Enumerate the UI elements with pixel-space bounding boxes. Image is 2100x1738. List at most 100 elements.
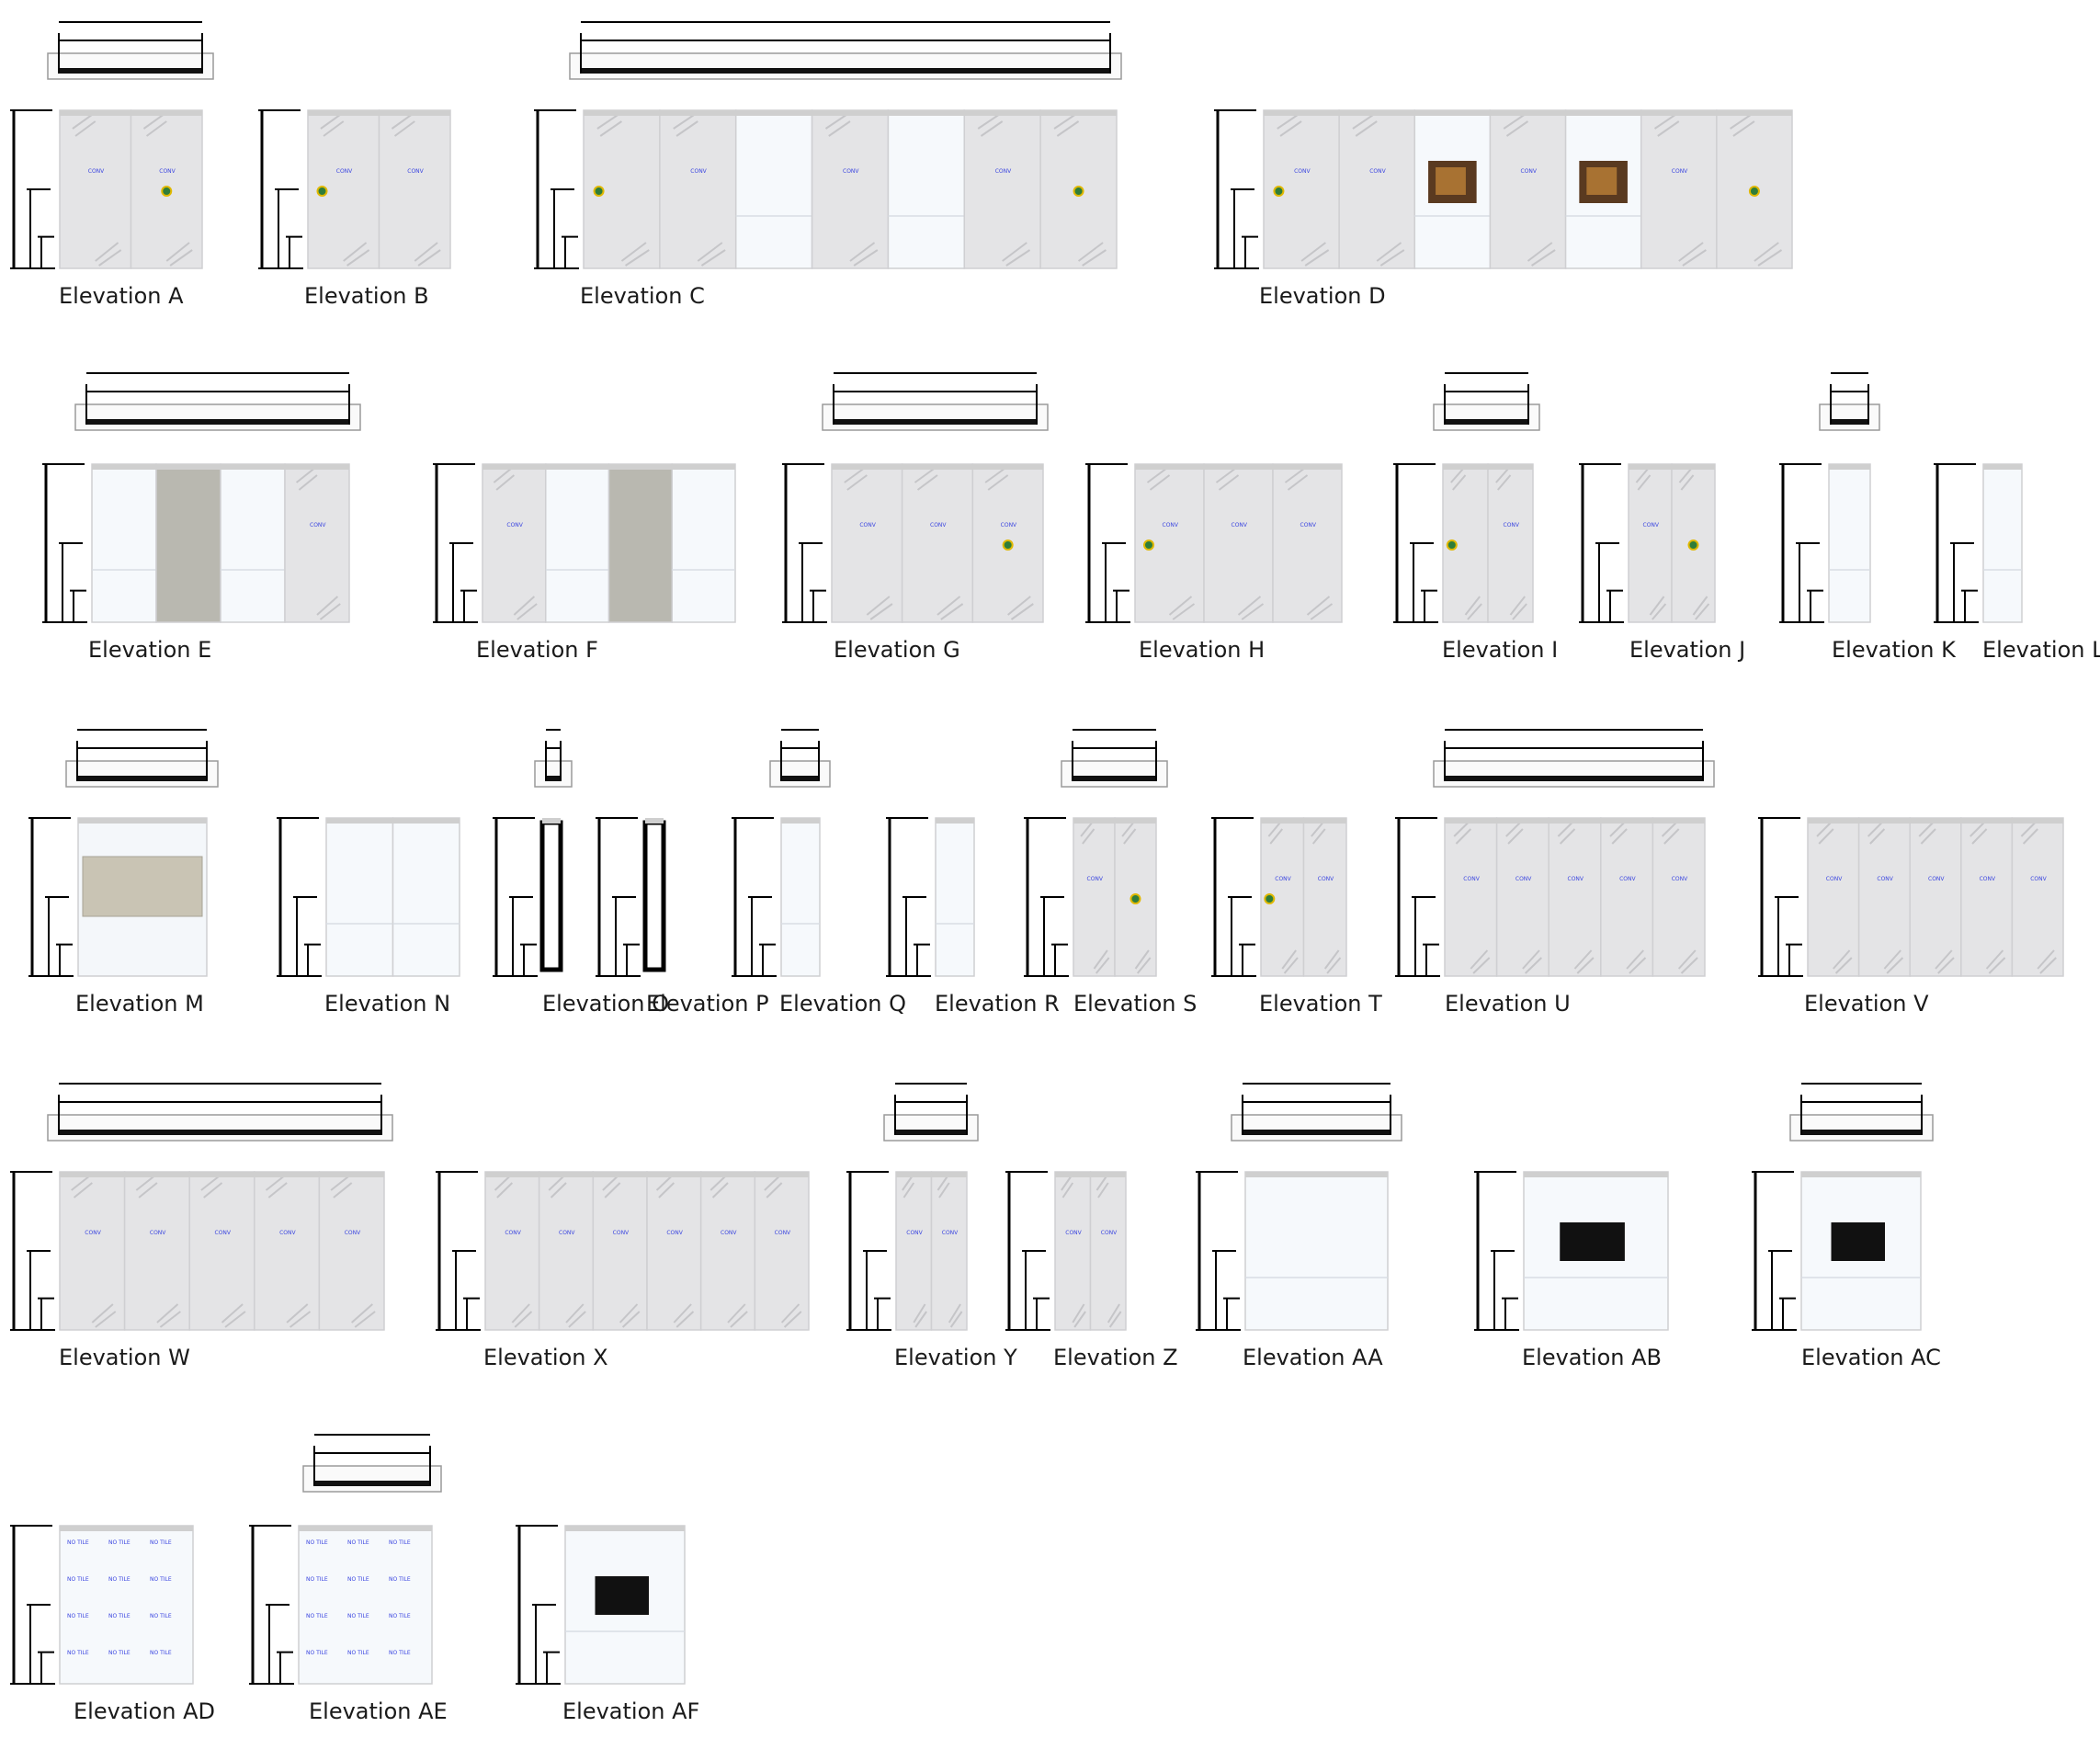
plan-wall (314, 1481, 430, 1486)
fixture-icon (1143, 540, 1154, 551)
elevation-14: Elevation N (277, 817, 460, 1017)
panel-tag: CONV (150, 1230, 166, 1236)
elevation-label: Elevation L (1982, 637, 2100, 663)
panel (2011, 817, 2064, 977)
elevation-32: Elevation AF (516, 1525, 699, 1724)
fixture-icon (316, 186, 328, 197)
plan-wall (1243, 1130, 1391, 1135)
elevation-label: Elevation Z (1053, 1345, 1178, 1370)
elevation-31: NO TILE NO TILE NO TILE NO TILE NO TILE NO TI… (249, 1434, 448, 1724)
panel-tag: CONV (1001, 522, 1017, 528)
panel-tag: CONV (1672, 168, 1688, 175)
tile-tag: NO TILE (347, 1539, 369, 1546)
panel (646, 1171, 702, 1331)
elevation-label: Elevation M (75, 991, 204, 1017)
panel (59, 109, 132, 269)
plan-outline (1789, 1114, 1934, 1142)
elevation-28: Elevation AB (1474, 1171, 1669, 1370)
display-screen (1831, 1222, 1885, 1261)
elevation-label: Elevation I (1442, 637, 1558, 663)
elevation-label: Elevation D (1259, 283, 1386, 309)
fixture-icon (1273, 186, 1285, 197)
elevation-label: Elevation A (59, 283, 184, 309)
panel (284, 463, 350, 623)
panel (935, 817, 975, 977)
plan-wall (581, 68, 1110, 74)
panel (482, 463, 547, 623)
tile-tag: NO TILE (306, 1613, 328, 1619)
panel (592, 1171, 648, 1331)
panel-tag: CONV (906, 1230, 923, 1236)
fixture-icon (1264, 893, 1276, 904)
plan-wall (59, 1130, 381, 1135)
tile-tag: NO TILE (347, 1613, 369, 1619)
panel-tag: CONV (1163, 522, 1179, 528)
panel-tag: CONV (1928, 876, 1945, 882)
panel (545, 463, 610, 623)
tile-tag: NO TILE (108, 1613, 131, 1619)
elevation-label: Elevation AA (1243, 1345, 1383, 1370)
tile-tag: NO TILE (108, 1576, 131, 1583)
plan-wall (834, 419, 1037, 425)
panel-tag: CONV (85, 1230, 101, 1236)
plan-wall (546, 776, 561, 781)
plan-wall (1801, 1130, 1922, 1135)
tile-tag: NO TILE (150, 1650, 172, 1656)
plan-outline (1433, 403, 1540, 431)
panel (1628, 463, 1673, 623)
tile-tag: NO TILE (306, 1650, 328, 1656)
elevation-label: Elevation H (1139, 637, 1265, 663)
tile-tag: NO TILE (150, 1576, 172, 1583)
panel (1857, 817, 1911, 977)
panel-tag: CONV (1672, 876, 1688, 882)
plan-outline (1231, 1114, 1402, 1142)
panel-tag: CONV (942, 1230, 959, 1236)
panel (811, 109, 890, 269)
plan-wall (86, 419, 349, 425)
panel-tag: CONV (1232, 522, 1248, 528)
panel-tag: CONV (1568, 876, 1584, 882)
plan-outline (1061, 760, 1168, 788)
elevation-16: Elevation P (596, 817, 769, 1017)
panel (1054, 1171, 1092, 1331)
panel (1244, 1171, 1389, 1331)
panel-tag: CONV (690, 168, 707, 175)
panel-tag: CONV (279, 1230, 296, 1236)
panel-tag: CONV (1515, 876, 1532, 882)
panel (1982, 463, 2023, 623)
panel-tag: CONV (1101, 1230, 1118, 1236)
elevation-15: Elevation O (493, 729, 669, 1017)
panel (1444, 817, 1498, 977)
panel-tag: CONV (1463, 876, 1480, 882)
panel-tag: CONV (1980, 876, 1996, 882)
elevation-label: Elevation C (580, 283, 705, 309)
elevation-label: Elevation T (1259, 991, 1382, 1017)
tile-tag: NO TILE (389, 1576, 411, 1583)
panel-tag: CONV (843, 168, 859, 175)
panel-tag: CONV (995, 168, 1012, 175)
elevation-label: Elevation AE (309, 1698, 448, 1724)
panel-tag: CONV (1087, 876, 1104, 882)
elevation-label: Elevation G (834, 637, 960, 663)
panel (963, 109, 1041, 269)
elevation-label: Elevation AB (1522, 1345, 1662, 1370)
elevation-label: Elevation B (304, 283, 429, 309)
elevation-label: Elevation J (1629, 637, 1745, 663)
plan-outline (822, 403, 1049, 431)
panel-tag: CONV (1521, 168, 1538, 175)
panel (1652, 817, 1706, 977)
elevation-label: Elevation W (59, 1345, 190, 1370)
fixture-icon (1129, 893, 1141, 904)
panel-tag: CONV (336, 168, 353, 175)
panel (1442, 463, 1489, 623)
elevation-27: Elevation AA (1196, 1083, 1402, 1370)
panel-tag: CONV (1619, 876, 1636, 882)
tile-tag: NO TILE (389, 1539, 411, 1546)
panel (1073, 817, 1116, 977)
